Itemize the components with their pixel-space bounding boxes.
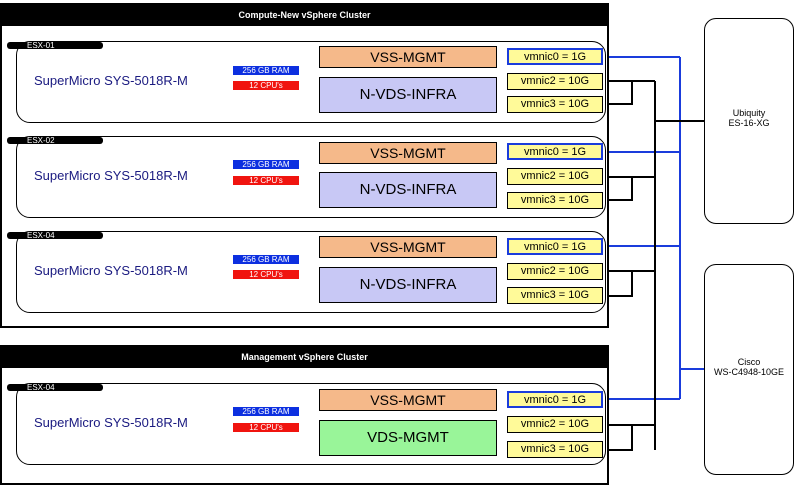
cluster-title: Management vSphere Cluster [2, 347, 607, 368]
vmnic2: vmnic2 = 10G [507, 73, 603, 90]
cpu-badge: 12 CPU's [233, 270, 299, 279]
vmnic3: vmnic3 = 10G [507, 441, 603, 458]
vss-mgmt-switch: VSS-MGMT [319, 236, 497, 258]
vss-mgmt-switch: VSS-MGMT [319, 142, 497, 164]
vds-mgmt-switch: VDS-MGMT [319, 420, 497, 456]
host-model: SuperMicro SYS-5018R-M [34, 415, 188, 430]
vmnic0: vmnic0 = 1G [507, 48, 603, 65]
ram-badge: 256 GB RAM [233, 255, 299, 264]
vmnic2: vmnic2 = 10G [507, 263, 603, 280]
vmnic2: vmnic2 = 10G [507, 168, 603, 185]
link-esx02-vmnic3 [603, 177, 633, 201]
host-model: SuperMicro SYS-5018R-M [34, 168, 188, 183]
cisco-switch: Cisco WS-C4948-10GE [704, 264, 794, 475]
host-model: SuperMicro SYS-5018R-M [34, 73, 188, 88]
vmnic0: vmnic0 = 1G [507, 391, 603, 408]
switch-model: WS-C4948-10GE [713, 367, 785, 377]
vmnic3: vmnic3 = 10G [507, 96, 603, 113]
cluster-title: Compute-New vSphere Cluster [2, 5, 607, 26]
ram-badge: 256 GB RAM [233, 160, 299, 169]
mgmt-links [603, 56, 704, 400]
host-tag: ESX-04 [7, 384, 103, 392]
link-mgmt-vmnic3 [603, 425, 633, 451]
vmnic0: vmnic0 = 1G [507, 238, 603, 255]
cpu-badge: 12 CPU's [233, 423, 299, 432]
vss-mgmt-switch: VSS-MGMT [319, 46, 497, 68]
switch-model: ES-16-XG [728, 118, 770, 128]
ram-badge: 256 GB RAM [233, 407, 299, 416]
vmnic3: vmnic3 = 10G [507, 192, 603, 209]
vss-mgmt-switch: VSS-MGMT [319, 389, 497, 411]
switch-vendor: Ubiquity [732, 108, 766, 118]
host-model: SuperMicro SYS-5018R-M [34, 263, 188, 278]
host-tag: ESX-04 [7, 232, 103, 240]
data-links [603, 80, 704, 451]
link-esx04-vmnic3 [603, 271, 633, 297]
vds-infra-switch: N-VDS-INFRA [319, 172, 497, 208]
vmnic0: vmnic0 = 1G [507, 143, 603, 160]
link-esx01-vmnic3 [603, 81, 633, 105]
switch-vendor: Cisco [737, 357, 761, 367]
ubiquity-switch: Ubiquity ES-16-XG [704, 18, 794, 224]
host-tag: ESX-02 [7, 137, 103, 145]
vds-infra-switch: N-VDS-INFRA [319, 77, 497, 113]
vmnic2: vmnic2 = 10G [507, 416, 603, 433]
vmnic3: vmnic3 = 10G [507, 287, 603, 304]
ram-badge: 256 GB RAM [233, 66, 299, 75]
vds-infra-switch: N-VDS-INFRA [319, 267, 497, 303]
cpu-badge: 12 CPU's [233, 81, 299, 90]
cpu-badge: 12 CPU's [233, 176, 299, 185]
host-tag: ESX-01 [7, 42, 103, 50]
